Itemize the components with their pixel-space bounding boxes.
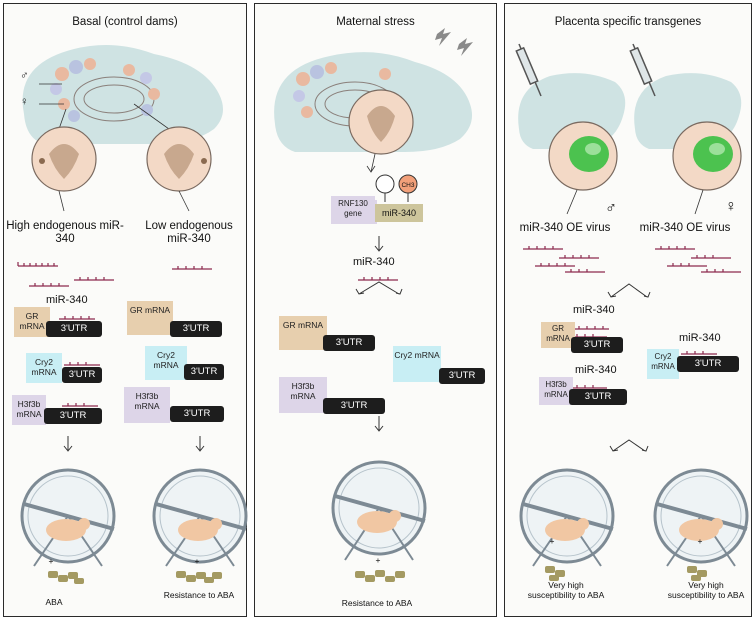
basal-illustration [17,45,248,584]
food-pellets-left [48,571,84,584]
mirna-cluster-left [523,246,605,273]
mir340-label: miR-340 [46,294,88,306]
mir340-label-cry2: miR-340 [679,332,721,344]
gr-mrna-left: GR mRNA [14,307,50,337]
mir340-label-h3f3b: miR-340 [575,364,617,376]
running-wheel-right [152,468,248,567]
embryo-sacs [293,62,391,118]
utr-h3f3b: 3'UTR [323,398,385,414]
placenta-closeup-left [548,121,618,191]
running-wheel-left [519,468,615,567]
plus-left: + [549,536,555,546]
cry2-mrna: Cry2 mRNA [393,346,441,382]
female-symbol: ♀ [725,198,737,215]
mir340-gene-box: miR-340 [381,208,416,218]
utr-cry2: 3'UTR [439,368,485,384]
outcome-left: Very high susceptibility to ABA [527,580,605,600]
running-wheel [331,460,427,561]
gr-mrna-right: GR mRNA [127,301,173,335]
h3f3b-mrna: H3f3b mRNA [279,377,327,413]
lightning-icon [435,28,473,56]
panel-title: Maternal stress [336,16,415,28]
cry2-mrna-left: Cry2 mRNA [26,353,62,383]
panel-basal: Basal (control dams) [3,3,248,617]
food-pellets-right [176,571,222,583]
merge-arrows [607,283,651,452]
cry2-mrna-right: Cry2 mRNA [145,346,187,380]
utr-h3f3b: 3'UTR [569,389,627,405]
lollipop-unmethylated [375,174,395,194]
high-endogenous-label: High endogenous miR-340 [6,220,124,245]
outcome-resistance: Resistance to ABA [341,598,413,608]
plus-right: + [697,536,703,546]
virus-label-left: miR-340 OE virus [519,222,611,234]
virus-label-right: miR-340 OE virus [639,222,731,234]
mirna-low [172,266,212,270]
gr-mrna: GR mRNA [279,316,327,350]
utr-cry2-left: 3'UTR [62,367,102,383]
syringe-icon-left [515,43,542,97]
outcome-right: Very high susceptibility to ABA [667,580,745,600]
h3f3b-mrna-right: H3f3b mRNA [124,387,170,423]
utr-gr: 3'UTR [323,335,375,351]
mirna-cluster-right [655,246,741,273]
h3f3b-mrna-left: H3f3b mRNA [12,395,46,425]
utr-h3f3b-right: 3'UTR [170,406,224,422]
food-pellets [355,570,405,582]
utr-cry2: 3'UTR [677,356,739,372]
running-wheel-left [20,468,116,567]
plus-right: + [194,556,200,566]
h3f3b-mrna: H3f3b mRNA [539,377,573,405]
mirna-high [17,262,114,287]
transgene-illustration [515,43,749,581]
running-wheel-right [653,468,749,567]
utr-cry2-right: 3'UTR [184,364,224,380]
placenta-closeup-right [146,126,212,192]
panel-title: Placenta specific transgenes [554,16,702,28]
food-pellets-right [687,566,707,581]
placenta-closeup-left [31,126,97,192]
utr-h3f3b-left: 3'UTR [44,408,102,424]
cry2-mrna: Cry2 mRNA [647,349,679,379]
utr-gr: 3'UTR [571,337,623,353]
placenta-closeup-right [672,121,742,191]
outcome-aba: ABA [45,597,63,607]
panel-placenta-transgenes: Placenta specific transgenes [504,3,752,617]
food-pellets-left [545,566,565,581]
panel-maternal-stress: Maternal stress [254,3,497,617]
panel-title: Basal (control dams) [72,16,178,28]
mirna-strand [358,277,398,281]
male-symbol: ♂ [605,200,617,217]
female-symbol: ♀ [20,96,29,108]
plus-left: + [48,556,54,566]
utr-gr-left: 3'UTR [46,321,102,337]
rnf130-gene: RNF130 gene [331,196,375,224]
stress-illustration [274,28,473,582]
placenta-closeup [348,89,414,155]
gr-mrna: GR mRNA [541,322,575,348]
low-endogenous-label: Low endogenous miR-340 [145,220,233,245]
ch3-label: CH3 [401,182,415,189]
utr-gr-right: 3'UTR [170,321,222,337]
mir340-label: miR-340 [353,256,395,268]
down-arrows [63,436,205,452]
plus: + [375,555,381,565]
syringe-icon-right [629,43,656,97]
outcome-resistance: Resistance to ABA [163,590,235,600]
mir340-label-gr: miR-340 [573,304,615,316]
male-symbol: ♂ [20,70,29,82]
